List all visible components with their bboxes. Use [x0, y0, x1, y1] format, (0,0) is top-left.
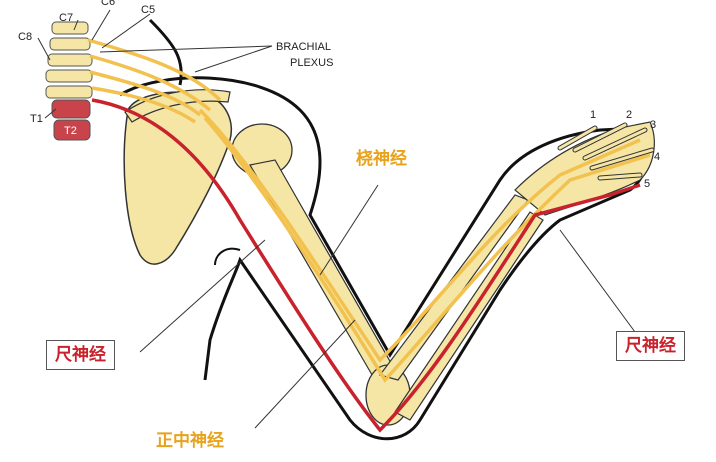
finger-4-label: 4 [654, 151, 660, 163]
finger-1-label: 1 [590, 109, 596, 121]
axilla-outline [214, 247, 241, 266]
median-nerve-label: 正中神经 [156, 430, 224, 451]
ulnar-nerve-label-right: 尺神经 [616, 331, 685, 361]
brachial-label: BRACHIAL [276, 41, 331, 53]
t2-label: T2 [64, 125, 77, 137]
finger-2-label: 2 [626, 109, 632, 121]
ulnar-nerve-label-left: 尺神经 [46, 340, 115, 370]
cervical-vertebrae [45, 21, 93, 99]
torso-outline [148, 18, 183, 86]
radial-nerve-path [198, 108, 641, 363]
ulnar-nerve-path [91, 98, 641, 433]
c8-label: C8 [18, 31, 32, 43]
arm-nerves [91, 98, 651, 433]
median-nerve-path [203, 116, 651, 383]
radial-nerve-label: 桡神经 [356, 148, 407, 169]
leader-lines [37, 9, 636, 429]
t1-label: T1 [30, 113, 43, 125]
c7-label: C7 [59, 12, 73, 24]
c6-label: C6 [101, 0, 115, 8]
clavicle-bone [124, 89, 231, 123]
c5-label: C5 [141, 4, 155, 16]
finger-3-label: 3 [650, 119, 656, 131]
t1-vertebra [51, 99, 91, 119]
finger-5-label: 5 [644, 178, 650, 190]
t2-vertebra [53, 119, 91, 141]
plexus-label: PLEXUS [290, 57, 333, 69]
